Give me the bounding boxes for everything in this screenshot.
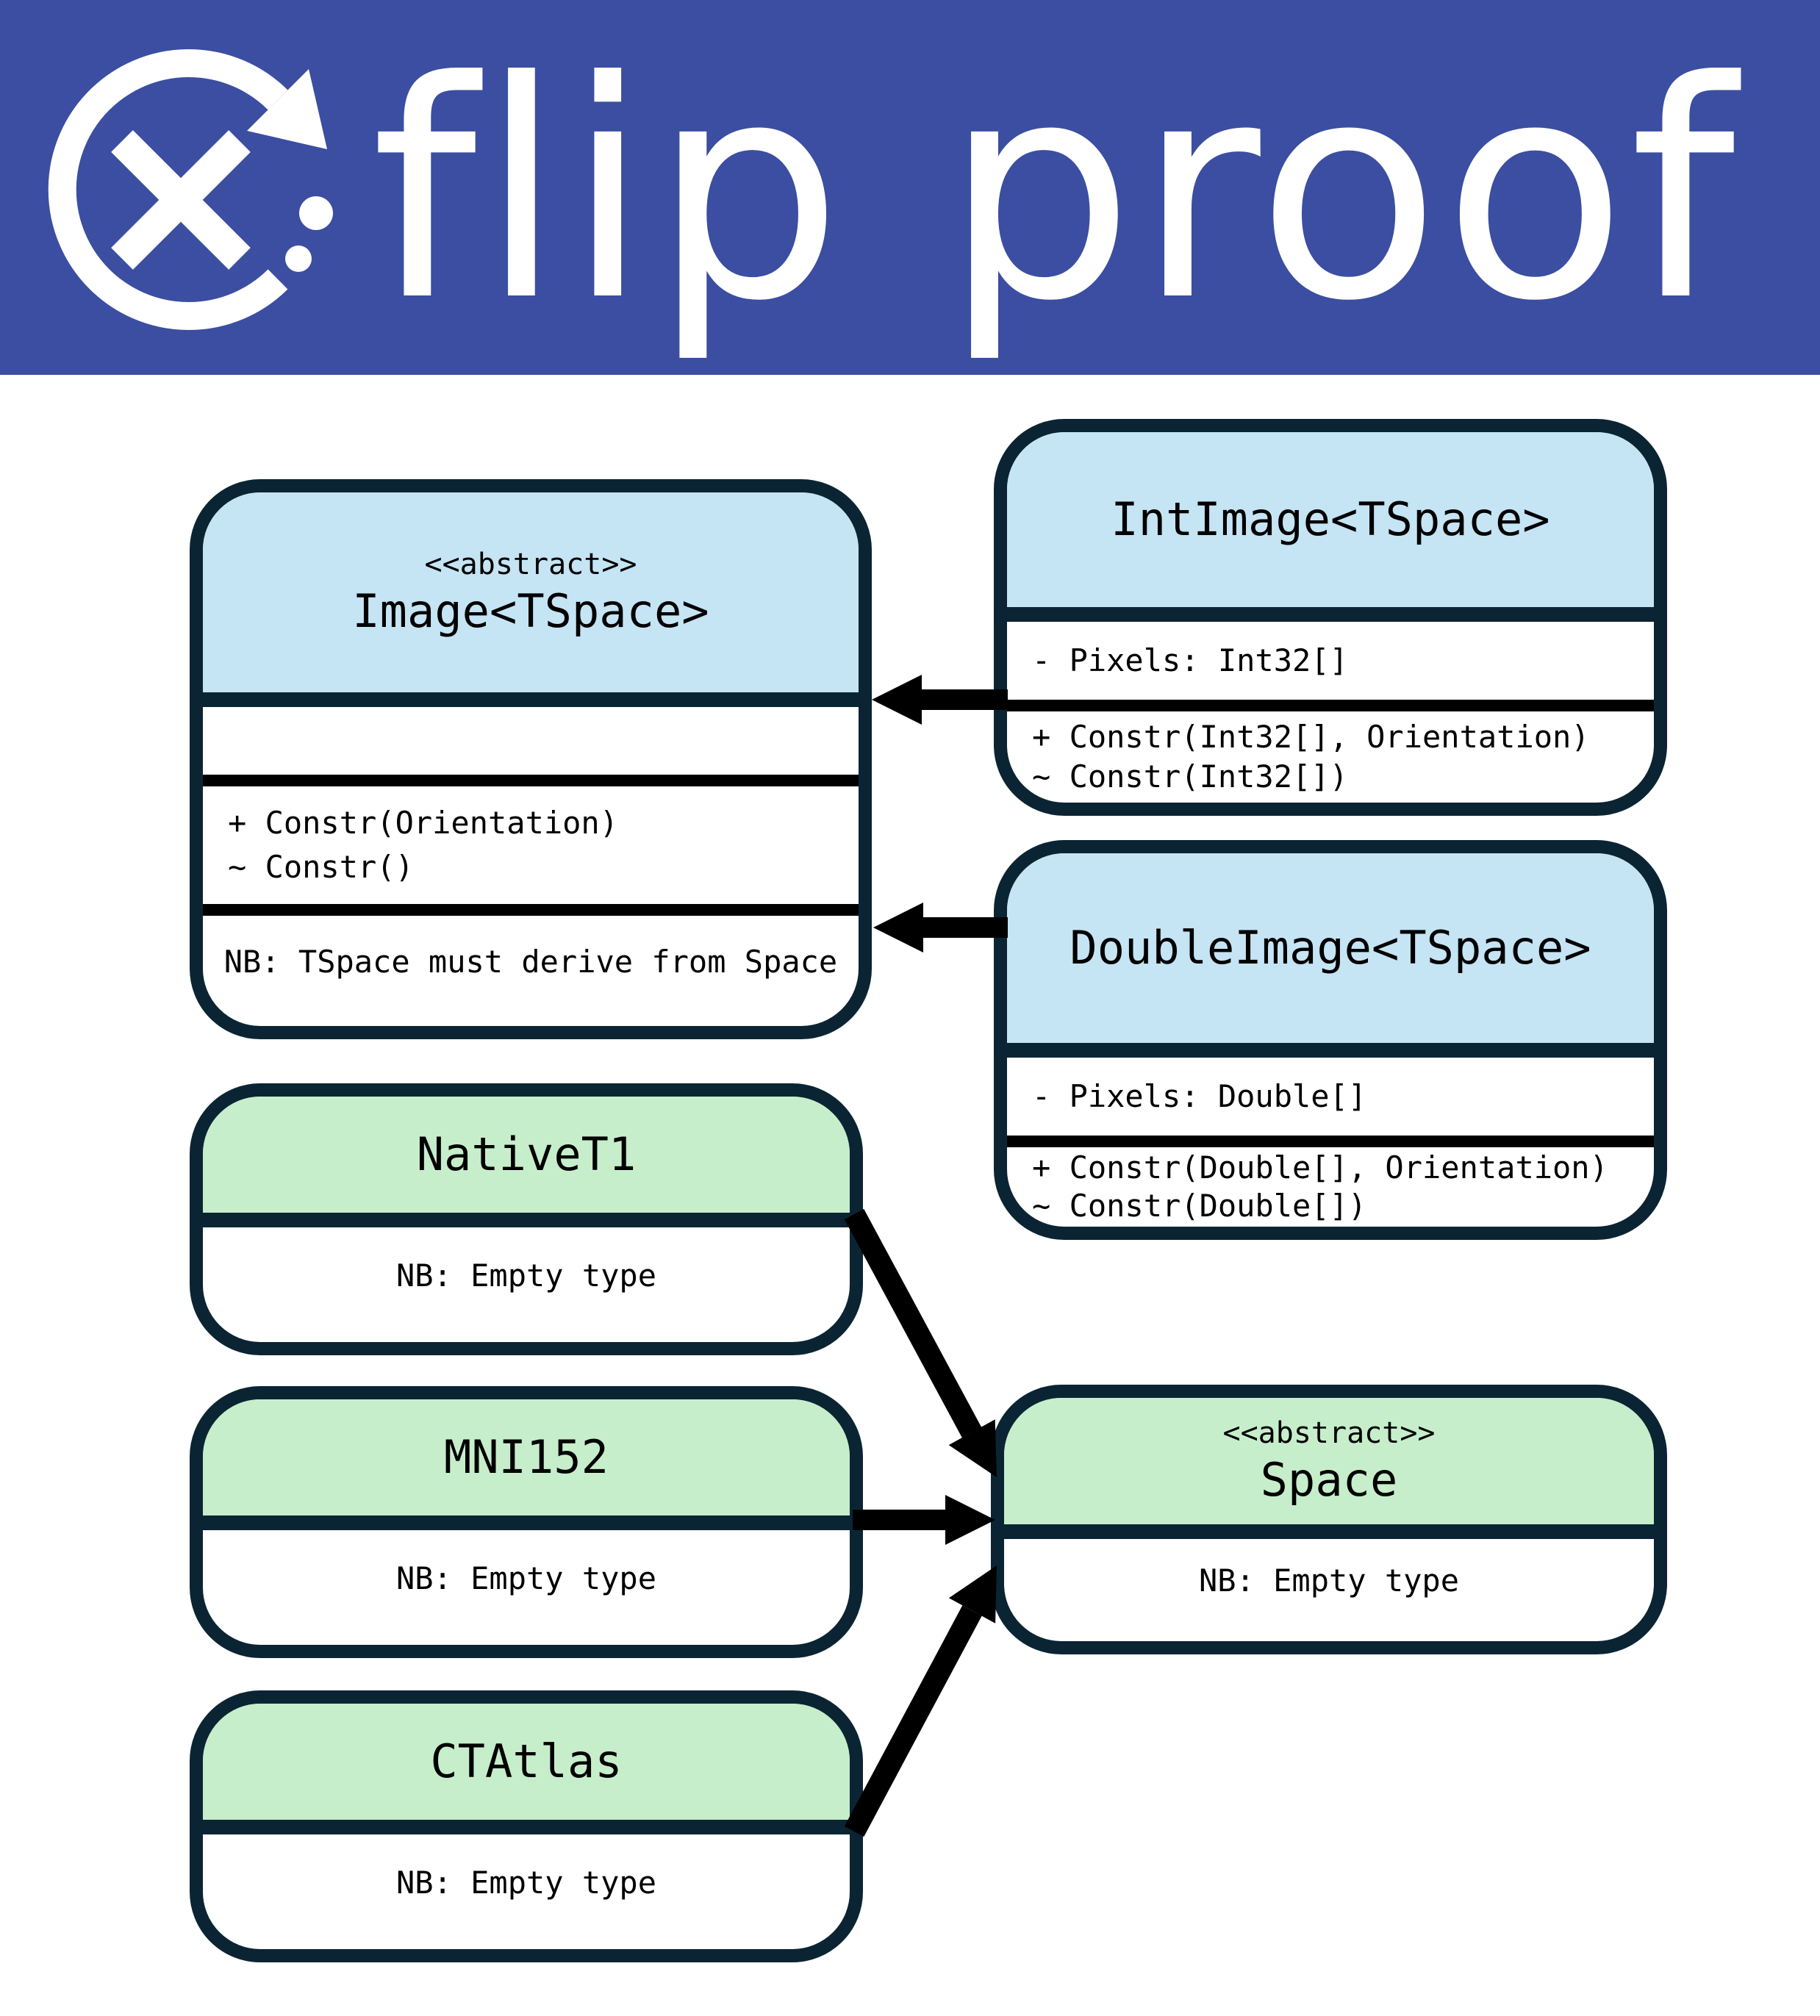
class-box-nativet1: NativeT1 NB: Empty type <box>190 1083 863 1355</box>
header-divider <box>1007 607 1654 622</box>
header-divider <box>203 1515 850 1530</box>
class-header: DoubleImage<TSpace> <box>1007 853 1654 1043</box>
class-box-space: <<abstract>> Space NB: Empty type <box>991 1385 1667 1654</box>
methods-section: + Constr(Double[], Orientation) ~ Constr… <box>1007 1147 1654 1227</box>
class-header: <<abstract>> Space <box>1004 1398 1654 1524</box>
note-text: NB: Empty type <box>1198 1563 1459 1599</box>
class-box-doubleimage-tspace: DoubleImage<TSpace> - Pixels: Double[] +… <box>994 840 1667 1240</box>
class-name: NativeT1 <box>416 1127 637 1181</box>
method-row: + Constr(Double[], Orientation) <box>1032 1149 1608 1185</box>
header-divider <box>1004 1524 1654 1539</box>
class-box-image-tspace: <<abstract>> Image<TSpace> + Constr(Orie… <box>190 479 872 1039</box>
header-divider <box>203 692 859 707</box>
header-divider <box>203 1820 850 1834</box>
section-divider <box>203 904 859 916</box>
class-header: NativeT1 <box>203 1097 850 1213</box>
logo-text: flip proof <box>371 17 1738 367</box>
header-divider <box>1007 1043 1654 1058</box>
section-divider <box>1007 1136 1654 1147</box>
banner: flip proof <box>0 0 1820 375</box>
attributes-section-empty <box>203 707 859 775</box>
note-text: NB: Empty type <box>395 1864 656 1901</box>
attribute-row: - Pixels: Double[] <box>1032 1078 1367 1114</box>
class-name: Space <box>1260 1453 1398 1507</box>
stereotype-label: <<abstract>> <box>424 548 637 581</box>
class-name: Image<TSpace> <box>352 584 709 638</box>
arrow-mni152-to-space <box>853 1495 995 1545</box>
class-box-intimage-tspace: IntImage<TSpace> - Pixels: Int32[] + Con… <box>994 419 1667 816</box>
class-name: MNI152 <box>444 1430 609 1484</box>
section-divider <box>203 775 859 786</box>
class-name: CTAtlas <box>430 1735 623 1788</box>
attribute-row: - Pixels: Int32[] <box>1032 642 1348 678</box>
method-row: + Constr(Int32[], Orientation) <box>1032 719 1590 755</box>
methods-section: + Constr(Orientation) ~ Constr() <box>203 786 859 904</box>
method-row: + Constr(Orientation) <box>228 805 619 841</box>
note-text: NB: Empty type <box>395 1560 656 1596</box>
arrow-doubleimage-to-image <box>873 903 1008 953</box>
class-header: <<abstract>> Image<TSpace> <box>203 492 859 692</box>
stereotype-label: <<abstract>> <box>1222 1416 1436 1450</box>
header-divider <box>203 1213 850 1227</box>
class-header: CTAtlas <box>203 1704 850 1820</box>
method-row: ~ Constr(Double[]) <box>1032 1188 1367 1224</box>
method-row: ~ Constr() <box>228 849 414 885</box>
method-row: ~ Constr(Int32[]) <box>1032 758 1348 794</box>
class-header: IntImage<TSpace> <box>1007 432 1654 607</box>
arrow-intimage-to-image <box>872 675 1008 725</box>
methods-section: + Constr(Int32[], Orientation) ~ Constr(… <box>1007 711 1654 803</box>
note-text: NB: TSpace must derive from Space <box>223 943 838 980</box>
attributes-section: - Pixels: Double[] <box>1007 1058 1654 1136</box>
class-name: IntImage<TSpace> <box>1111 492 1550 546</box>
note-text: NB: Empty type <box>395 1257 656 1294</box>
class-header: MNI152 <box>203 1399 850 1515</box>
arrow-ctatlas-to-space <box>844 1565 997 1837</box>
class-box-ctatlas: CTAtlas NB: Empty type <box>190 1690 863 1962</box>
circular-flip-arrow-x-icon <box>48 49 333 330</box>
class-box-mni152: MNI152 NB: Empty type <box>190 1386 863 1658</box>
section-divider <box>1007 700 1654 711</box>
class-name: DoubleImage<TSpace> <box>1070 921 1591 975</box>
arrow-nativet1-to-space <box>844 1208 997 1477</box>
attributes-section: - Pixels: Int32[] <box>1007 622 1654 700</box>
